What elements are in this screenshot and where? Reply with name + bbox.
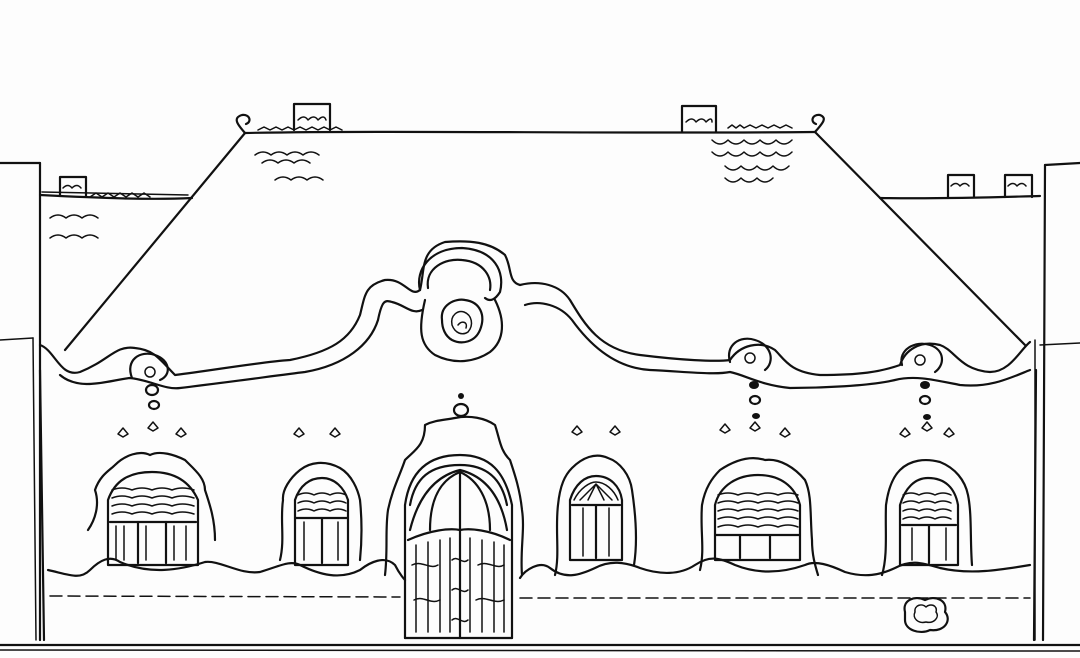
cellar-vent-ornament bbox=[903, 596, 949, 634]
ground-line-lower bbox=[0, 649, 1080, 652]
wavy-cornice-line bbox=[46, 557, 1032, 582]
right-neighbour-building bbox=[1034, 161, 1080, 642]
trefoil-ornaments bbox=[117, 421, 955, 438]
window-1 bbox=[86, 451, 217, 567]
window-2 bbox=[278, 461, 363, 567]
window-4 bbox=[698, 456, 820, 577]
left-neighbour-building bbox=[0, 161, 42, 642]
right-wall bbox=[1032, 368, 1038, 642]
chimney-2 bbox=[680, 104, 718, 134]
chimney-3 bbox=[58, 175, 88, 198]
window-3 bbox=[553, 454, 638, 577]
ornamental-gable bbox=[38, 240, 1032, 390]
chimney-5 bbox=[1003, 173, 1034, 199]
roof bbox=[38, 113, 1042, 352]
chimney-1 bbox=[292, 102, 332, 132]
left-wall bbox=[38, 368, 46, 642]
window-5 bbox=[880, 459, 974, 577]
chimney-4 bbox=[946, 173, 976, 199]
pendant-ornaments bbox=[144, 381, 932, 420]
main-entrance-portal bbox=[383, 415, 525, 640]
dashed-base-line bbox=[49, 595, 1031, 599]
